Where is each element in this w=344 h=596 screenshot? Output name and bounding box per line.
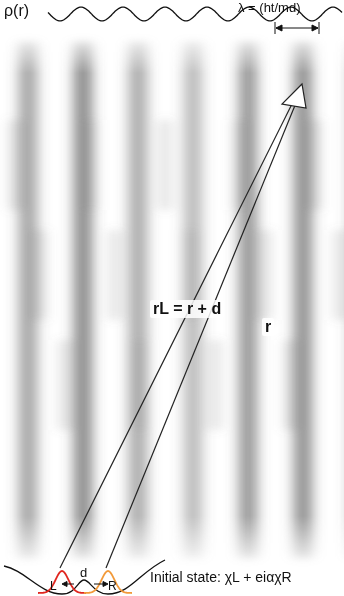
vector-label: rL = r + d — [150, 300, 224, 318]
fringe-speckle — [60, 340, 70, 430]
fringe — [74, 40, 92, 560]
fringe-speckle — [285, 340, 295, 430]
fringe-speckle — [160, 120, 170, 210]
fringe-speckle — [310, 120, 320, 210]
vector-label: r — [262, 318, 274, 336]
fringe — [19, 40, 37, 560]
double-well-potential — [4, 560, 165, 594]
right-wavepacket — [84, 571, 132, 593]
fringe-pattern — [0, 40, 344, 560]
separation-arrow — [62, 582, 108, 587]
fringe-speckle — [210, 340, 220, 430]
fringe-speckle — [135, 340, 145, 430]
wavelength-arrow — [275, 22, 319, 34]
fringe-speckle — [235, 120, 245, 210]
well-label: R — [108, 580, 117, 593]
fringe — [129, 40, 147, 560]
fringe-speckle — [85, 120, 95, 210]
fringe-speckle — [10, 120, 20, 210]
wavelength-label: λ = (ht/md) — [238, 1, 301, 15]
fringe-speckle — [260, 230, 270, 320]
fringe — [294, 40, 312, 560]
fringe-speckle — [335, 230, 344, 320]
well-label: L — [50, 580, 57, 593]
separation-label: d — [80, 566, 87, 580]
fringe — [239, 40, 257, 560]
left-wavepacket — [38, 571, 86, 593]
position-vectors — [60, 84, 306, 568]
state-label: Initial state: χL + eiαχR — [150, 570, 292, 585]
density-label: ρ(r) — [4, 2, 29, 20]
fringe-speckle — [110, 230, 120, 320]
fringe-speckle — [35, 230, 45, 320]
